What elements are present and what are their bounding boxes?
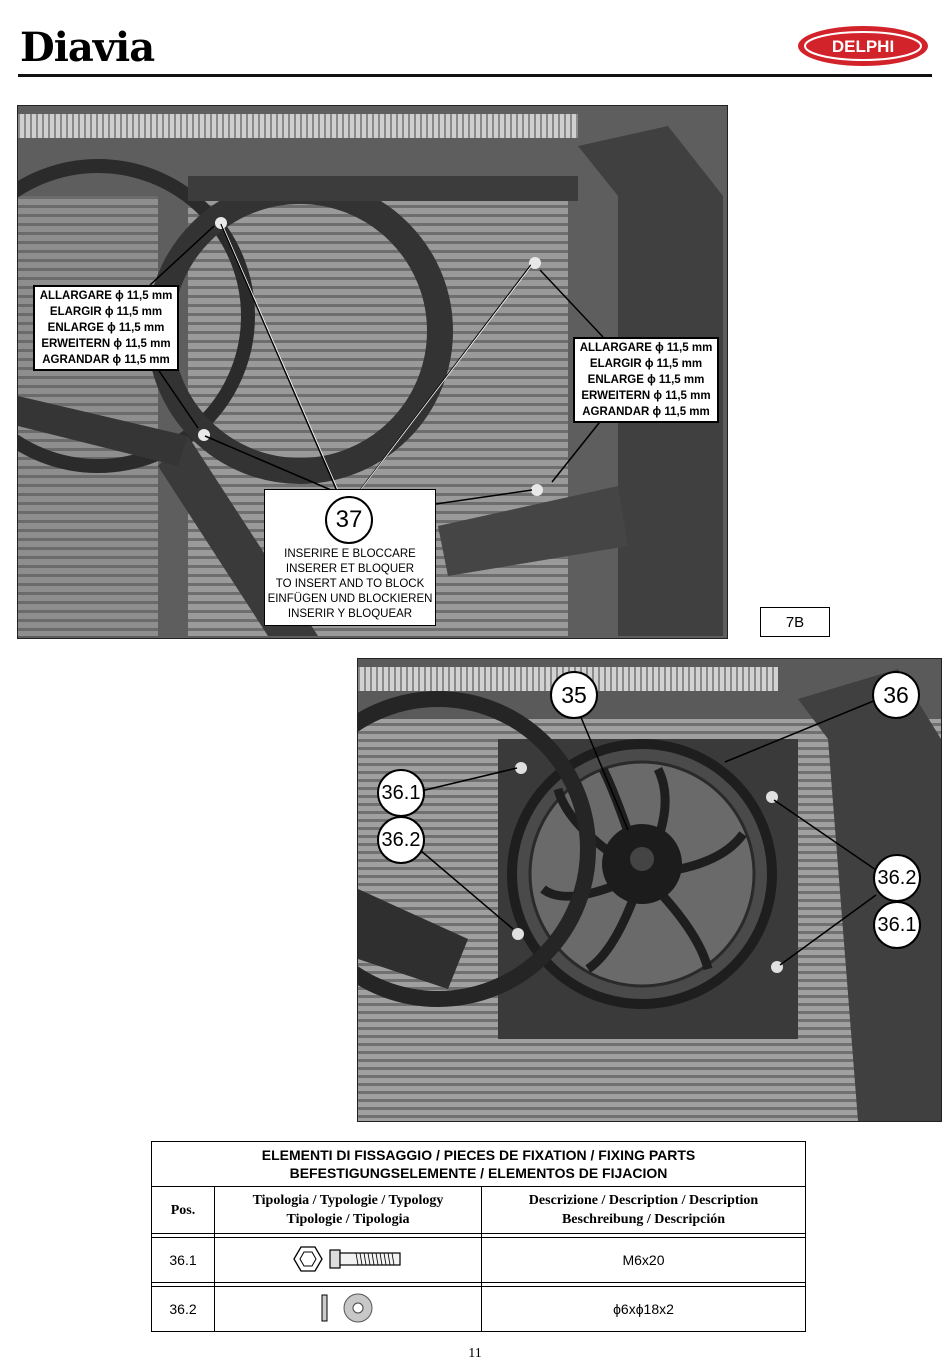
instruction-en: TO INSERT AND TO BLOCK <box>275 578 425 590</box>
item-label-36-2-right: 36.2 <box>873 854 921 902</box>
diavia-logo: Diavia <box>20 24 155 71</box>
description-header-line-2: Beschreibung / Descripción <box>561 1212 726 1227</box>
instruction-fr: INSERER ET BLOQUER <box>285 563 415 575</box>
fixing-parts-table: ELEMENTI DI FISSAGGIO / PIECES DE FIXATI… <box>151 1141 806 1332</box>
instruction-de: EINFÜGEN UND BLOCKIEREN <box>267 593 433 605</box>
delphi-logo: DELPHI <box>798 26 928 66</box>
item-label-36-1-left: 36.1 <box>377 769 425 817</box>
figure-label-7b: 7B <box>760 607 830 637</box>
callout-right-line-en: ENLARGE ϕ 11,5 mm <box>587 374 705 386</box>
callout-right-line-de: ERWEITERN ϕ 11,5 mm <box>581 390 711 402</box>
insert-and-block-instructions: INSERIRE E BLOCCARE INSERER ET BLOQUER T… <box>264 547 436 622</box>
callout-left-line-fr: ELARGIR ϕ 11,5 mm <box>49 306 163 318</box>
row-pos: 36.1 <box>151 1237 215 1283</box>
table-row: 36.2 ϕ6xϕ18x2 <box>151 1286 806 1332</box>
typology-header-line-1: Tipologia / Typologie / Typology <box>252 1193 444 1208</box>
callout-left-line-es: AGRANDAR ϕ 11,5 mm <box>42 354 170 366</box>
column-header-pos: Pos. <box>151 1186 215 1234</box>
column-header-typology: Tipologia / Typologie / Typology Tipolog… <box>214 1186 482 1234</box>
photo-illustration-fan <box>358 659 941 1121</box>
instruction-it: INSERIRE E BLOCCARE <box>284 548 416 560</box>
item-label-36: 36 <box>872 671 920 719</box>
callout-left-line-it: ALLARGARE ϕ 11,5 mm <box>39 290 173 302</box>
description-header-line-1: Descrizione / Description / Description <box>528 1193 759 1208</box>
row-type <box>214 1237 482 1283</box>
table-title: ELEMENTI DI FISSAGGIO / PIECES DE FIXATI… <box>151 1141 806 1187</box>
table-row: 36.1 M6x20 <box>151 1237 806 1283</box>
header-rule <box>18 74 932 77</box>
column-header-description: Descrizione / Description / Description … <box>481 1186 806 1234</box>
delphi-logo-text: DELPHI <box>832 37 894 56</box>
typology-header-line-2: Tipologie / Tipologia <box>286 1212 410 1227</box>
enlarge-callout-left: ALLARGARE ϕ 11,5 mm ELARGIR ϕ 11,5 mm EN… <box>33 285 179 371</box>
callout-right-line-fr: ELARGIR ϕ 11,5 mm <box>589 358 703 370</box>
item-label-35: 35 <box>550 671 598 719</box>
enlarge-callout-right: ALLARGARE ϕ 11,5 mm ELARGIR ϕ 11,5 mm EN… <box>573 337 719 423</box>
washer-icon <box>321 1293 373 1322</box>
item-label-36-2-left: 36.2 <box>377 816 425 864</box>
callout-left-line-de: ERWEITERN ϕ 11,5 mm <box>41 338 171 350</box>
callout-right-line-es: AGRANDAR ϕ 11,5 mm <box>582 406 710 418</box>
row-pos: 36.2 <box>151 1286 215 1332</box>
callout-left-line-en: ENLARGE ϕ 11,5 mm <box>47 322 165 334</box>
page-number: 11 <box>468 1346 482 1361</box>
row-description: M6x20 <box>481 1237 806 1283</box>
hex-bolt-icon <box>293 1245 401 1272</box>
callout-right-line-it: ALLARGARE ϕ 11,5 mm <box>579 342 713 354</box>
row-type <box>214 1286 482 1332</box>
table-title-line-2: BEFESTIGUNGSELEMENTE / ELEMENTOS DE FIJA… <box>289 1165 668 1181</box>
row-description: ϕ6xϕ18x2 <box>481 1286 806 1332</box>
instruction-es: INSERIR Y BLOQUEAR <box>287 608 413 620</box>
photo-fan-assembly <box>357 658 942 1122</box>
table-title-line-1: ELEMENTI DI FISSAGGIO / PIECES DE FIXATI… <box>261 1147 696 1163</box>
item-label-37: 37 <box>325 496 373 544</box>
item-label-36-1-right: 36.1 <box>873 901 921 949</box>
